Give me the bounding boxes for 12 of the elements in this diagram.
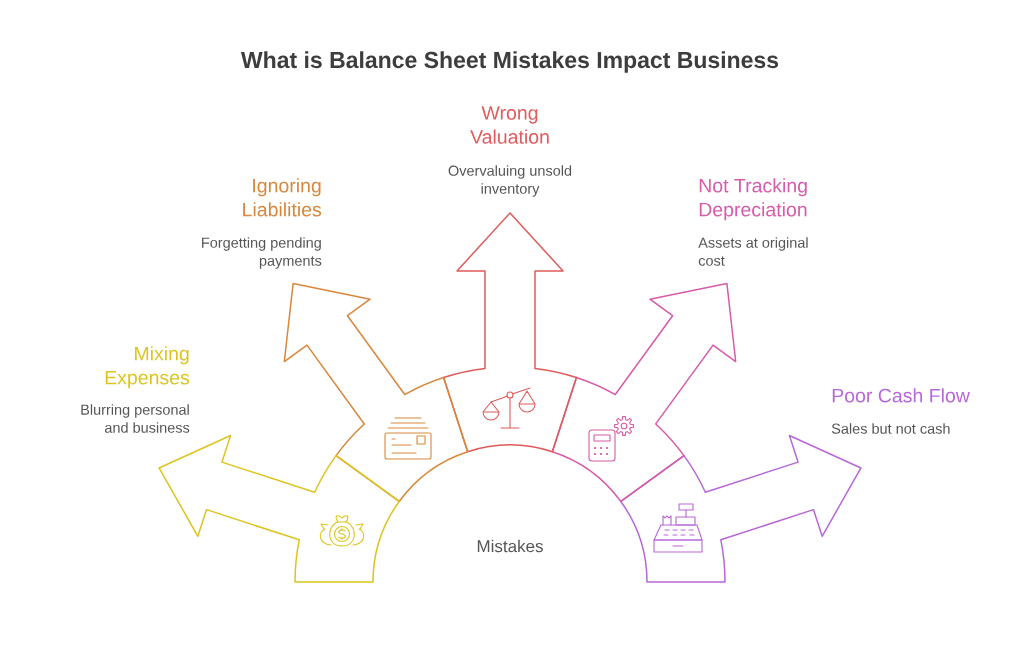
heading: Not Tracking Depreciation	[699, 178, 807, 221]
description: Sales but not cash	[831, 423, 950, 434]
title: What is Balance Sheet Mistakes Impact Business	[240, 51, 779, 73]
description: Forgetting pending payments	[202, 237, 322, 269]
center-label: Mistakes	[477, 539, 543, 553]
heading: Mixing Expenses	[105, 346, 190, 389]
heading: Wrong Valuation	[470, 106, 549, 144]
heading: Ignoring Liabilities	[243, 178, 322, 217]
description: Blurring personal and business	[81, 404, 190, 433]
description: Assets at original cost	[698, 237, 808, 266]
description: Overvaluing unsold inventory	[448, 165, 572, 197]
heading: Poor Cash Flow	[832, 388, 970, 403]
